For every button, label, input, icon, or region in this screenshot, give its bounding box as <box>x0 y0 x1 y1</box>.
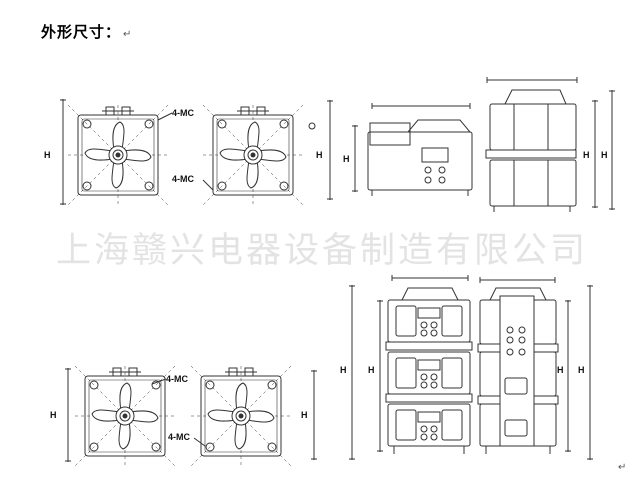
mc-label-3: 4-MC <box>166 374 188 384</box>
height-label-2: H <box>316 150 323 160</box>
mc-label-2: 4-MC <box>172 174 194 184</box>
front-view-unit <box>485 77 615 212</box>
triple-stack-side <box>477 277 593 460</box>
height-label-11: H <box>578 365 585 375</box>
height-label-10: H <box>557 365 564 375</box>
mc-label-4: 4-MC <box>168 432 190 442</box>
fan-unit-1 <box>67 104 169 206</box>
height-label-4: H <box>583 150 590 160</box>
height-label-3: H <box>343 154 350 164</box>
side-view-unit <box>352 103 473 196</box>
height-label-1: H <box>44 150 51 160</box>
triple-stack-front <box>349 275 473 460</box>
fan-unit-2 <box>202 104 304 206</box>
height-label-7: H <box>301 410 308 420</box>
return-mark: ↵ <box>123 29 133 40</box>
page-heading: 外形尺寸：↵ <box>41 21 132 42</box>
height-label-6: H <box>50 410 57 420</box>
heading-text: 外形尺寸： <box>41 23 122 41</box>
height-label-9: H <box>368 365 375 375</box>
height-label-8: H <box>340 365 347 375</box>
height-label-5: H <box>601 150 608 160</box>
mc-label-1: 4-MC <box>172 108 194 118</box>
company-watermark: 上海赣兴电器设备制造有限公司 <box>55 231 588 271</box>
fan-unit-4 <box>190 365 292 467</box>
end-return-mark: ↵ <box>618 462 627 473</box>
